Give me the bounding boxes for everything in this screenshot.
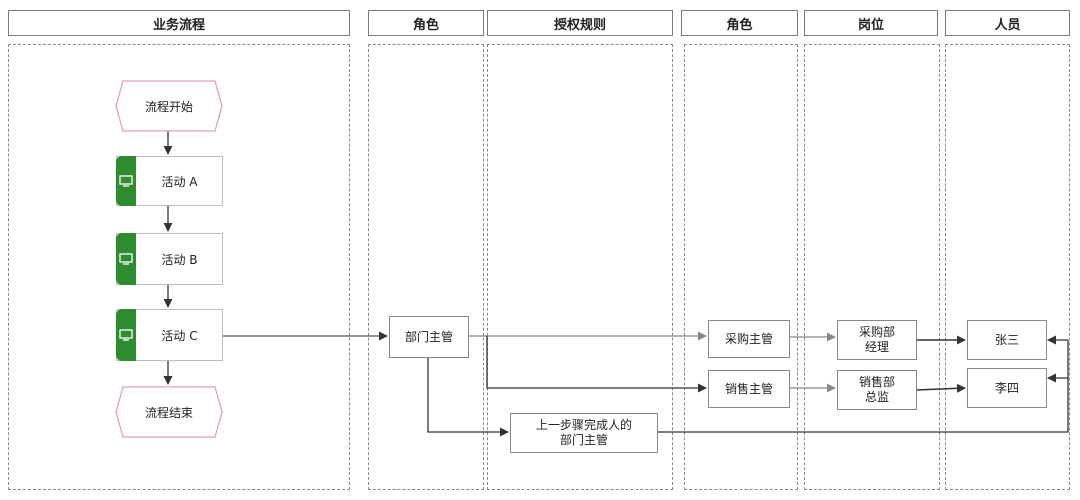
activity-c[interactable]: 活动 C (116, 309, 223, 361)
lane-role (368, 44, 484, 490)
event-label: 流程开始 (144, 99, 193, 114)
activity-label: 活动 B (161, 252, 198, 267)
monitor-icon (116, 309, 136, 361)
position-line-2: 经理 (864, 340, 889, 354)
lane-header-role: 角色 (368, 10, 484, 36)
flow-position-to-lisi (915, 383, 966, 393)
event-shape (115, 80, 223, 132)
lane-header-auth-rule: 授权规则 (487, 10, 673, 36)
lane-role-2 (684, 44, 798, 490)
position-line-2: 总监 (864, 390, 889, 404)
activity-label: 活动 A (161, 174, 198, 189)
position-sales-dept-director[interactable]: 销售部 总监 (837, 370, 917, 410)
activity-a[interactable]: 活动 A (116, 156, 223, 206)
position-line-1: 销售部 (858, 375, 895, 389)
role-dept-manager[interactable]: 部门主管 (389, 316, 469, 358)
lane-header-role-2: 角色 (681, 10, 798, 36)
lane-business-process (8, 44, 350, 490)
lane-auth-rule (487, 44, 673, 490)
event-shape (115, 386, 223, 438)
lane-person (945, 44, 1070, 490)
role-sales-manager[interactable]: 销售主管 (708, 370, 790, 408)
monitor-icon (116, 233, 136, 285)
auth-rule-prev-step-manager[interactable]: 上一步骤完成人的 部门主管 (510, 413, 658, 453)
event-process-end[interactable]: 流程结束 (115, 386, 223, 438)
lane-header-business-process: 业务流程 (8, 10, 350, 36)
position-purchasing-dept-manager[interactable]: 采购部 经理 (837, 320, 917, 360)
role-purchasing-manager[interactable]: 采购主管 (708, 320, 790, 358)
person-li-si[interactable]: 李四 (967, 368, 1047, 408)
flow-dept-to-sales (486, 336, 707, 393)
flow-dept-to-auth-rule (427, 357, 509, 437)
lane-position (804, 44, 940, 490)
activity-b[interactable]: 活动 B (116, 233, 223, 285)
position-line-1: 采购部 (858, 325, 895, 339)
activity-label: 活动 C (161, 328, 198, 343)
flow-auth-rule-to-people (657, 340, 1069, 433)
lane-header-position: 岗位 (804, 10, 938, 36)
event-process-start[interactable]: 流程开始 (115, 80, 223, 132)
event-label: 流程结束 (144, 405, 193, 420)
lane-header-person: 人员 (945, 10, 1070, 36)
person-zhang-san[interactable]: 张三 (967, 320, 1047, 360)
monitor-icon (116, 156, 136, 206)
auth-rule-line-1: 上一步骤完成人的 (535, 418, 632, 432)
auth-rule-line-2: 部门主管 (559, 433, 608, 447)
